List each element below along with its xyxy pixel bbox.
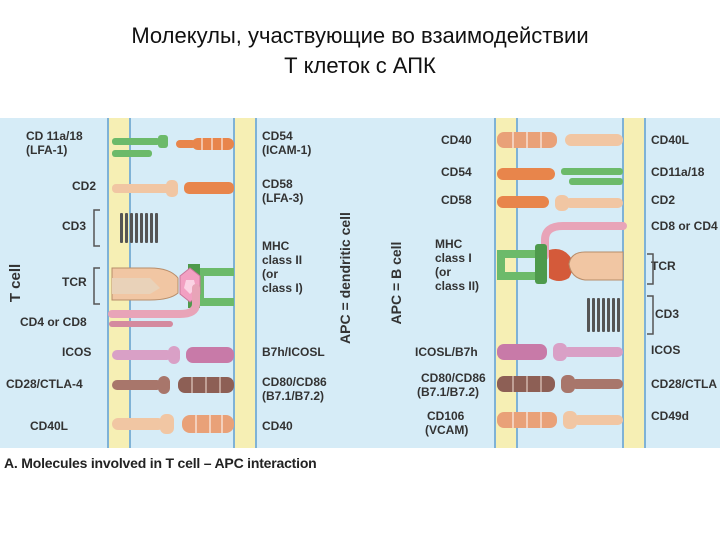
label-b-cd3: CD3 — [655, 307, 679, 321]
cd58-molecule — [184, 182, 234, 194]
label-b-cd106: CD106 — [427, 409, 465, 423]
apc-b-cell-label: APC = B cell — [388, 242, 404, 325]
cd80-cd86-molecule — [178, 377, 234, 393]
label-icam1: (ICAM-1) — [262, 143, 311, 157]
label-cd54: CD54 — [262, 129, 293, 143]
label-or: (or — [262, 267, 278, 281]
label-cd28-ctla4: CD28/CTLA-4 — [6, 377, 83, 391]
cd4-cd8-molecule — [108, 284, 200, 327]
label-b-cd11a18: CD11a/18 — [651, 165, 705, 179]
label-b-vcam: (VCAM) — [425, 423, 468, 437]
panel-b-diagram: APC = B cell CD40 CD54 CD58 MHC class I … — [385, 118, 720, 448]
b-cd58-molecule — [497, 196, 549, 208]
icos-molecule — [112, 346, 180, 364]
label-b-cd40l: CD40L — [651, 133, 689, 147]
b-cd49d-molecule — [563, 411, 623, 429]
label-b-cd80-cd86: CD80/CD86 — [421, 371, 486, 385]
cd28-molecule — [112, 376, 170, 394]
cd2-molecule — [112, 180, 178, 197]
panel-b-svg: APC = B cell CD40 CD54 CD58 MHC class I … — [388, 118, 718, 448]
label-cd3: CD3 — [62, 219, 86, 233]
label-b-cd40: CD40 — [441, 133, 472, 147]
slide-title-line-2: Т клеток с АПК — [284, 53, 436, 78]
label-cd11a18: CD 11a/18 — [26, 129, 83, 143]
label-icos: ICOS — [62, 345, 91, 359]
b-icosl-molecule — [497, 344, 547, 360]
cd40-molecule — [182, 415, 234, 433]
label-b-cd2: CD2 — [651, 193, 675, 207]
label-b7h-icosl: B7h/ICOSL — [262, 345, 325, 359]
label-cd2: CD2 — [72, 179, 96, 193]
icam1-molecule — [176, 138, 234, 150]
b-icos-molecule — [553, 343, 623, 361]
apc-label: APC = dendritic cell — [337, 212, 353, 344]
label-b-class-ii: class II) — [435, 279, 479, 293]
tcr-molecule — [111, 267, 179, 301]
b-cd106-molecule — [497, 412, 557, 428]
b-cell-membrane — [495, 118, 517, 448]
label-b-cd58: CD58 — [441, 193, 472, 207]
label-b-mhc: MHC — [435, 237, 463, 251]
slide-title-line-1: Молекулы, участвующие во взаимодействии — [131, 23, 589, 48]
b-cd54-molecule — [497, 168, 555, 180]
t-cell-label: T cell — [7, 264, 24, 302]
b-cd11a18-molecule — [561, 168, 623, 185]
label-tcr: TCR — [62, 275, 87, 289]
b-tcr-molecule — [568, 251, 624, 281]
label-b-icosl-b7h: ICOSL/B7h — [415, 345, 478, 359]
b-cd40l-molecule — [565, 134, 623, 146]
label-b-icos: ICOS — [651, 343, 680, 357]
label-b-tcr: TCR — [651, 259, 676, 273]
label-b-cd54: CD54 — [441, 165, 472, 179]
label-b-cd28-ctla: CD28/CTLA — [651, 377, 717, 391]
b-cd80-cd86-molecule — [497, 376, 555, 392]
label-b-cd8-or-cd4: CD8 or CD4 — [651, 219, 718, 233]
label-b-class-i: class I — [435, 251, 472, 265]
figure-caption: A. Molecules involved in T cell – APC in… — [4, 455, 317, 471]
label-class-ii: class II — [262, 253, 302, 267]
panel-a-svg: T cell APC = dendritic cell CD 11a/18 (L… — [6, 118, 353, 448]
t-cell-membrane-b — [623, 118, 645, 448]
label-b-cd49d: CD49d — [651, 409, 689, 423]
label-b-b71-b72: (B7.1/B7.2) — [417, 385, 479, 399]
b-cd3-rings — [587, 298, 620, 332]
label-cd40: CD40 — [262, 419, 293, 433]
label-cd58: CD58 — [262, 177, 293, 191]
label-b-or: (or — [435, 265, 451, 279]
cd3-rings — [120, 213, 158, 243]
b-cd2-molecule — [555, 195, 623, 211]
label-cd40l: CD40L — [30, 419, 68, 433]
cd40l-molecule — [112, 414, 174, 434]
label-cd80-cd86: CD80/CD86 — [262, 375, 327, 389]
label-cd4-or-cd8: CD4 or CD8 — [20, 315, 87, 329]
b-cd40-molecule — [497, 132, 557, 148]
b-peptide-antigen — [549, 249, 573, 281]
lfa1-molecule — [112, 135, 168, 157]
apc-membrane — [234, 118, 256, 448]
b-cd8-cd4-molecule — [541, 222, 627, 260]
b7h-molecule — [186, 347, 234, 363]
label-lfa3: (LFA-3) — [262, 191, 303, 205]
label-lfa1: (LFA-1) — [26, 143, 67, 157]
b-cd28-molecule — [561, 375, 623, 393]
label-b71-b72: (B7.1/B7.2) — [262, 389, 324, 403]
b-mhc-molecule — [497, 244, 547, 284]
panel-a-diagram: T cell APC = dendritic cell CD 11a/18 (L… — [0, 118, 389, 448]
label-mhc: MHC — [262, 239, 290, 253]
label-class-i: class I) — [262, 281, 303, 295]
